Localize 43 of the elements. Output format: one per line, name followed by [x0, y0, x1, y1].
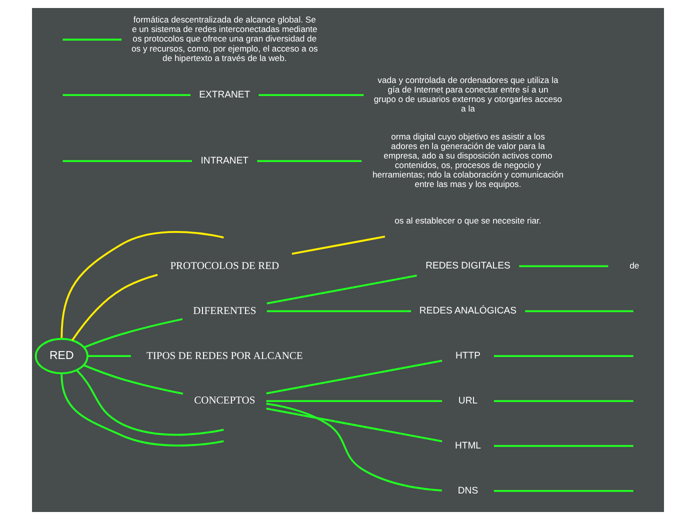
connector — [83, 364, 184, 395]
node-text: PROTOCOLOS DE RED — [170, 260, 280, 272]
node-text: INTRANET — [200, 155, 249, 166]
connector — [266, 408, 442, 442]
node-text: EXTRANET — [199, 89, 250, 100]
node-text: HTTP — [456, 350, 480, 362]
connector — [258, 94, 364, 96]
node-text: HTML — [454, 440, 481, 452]
connector — [266, 400, 442, 402]
connector — [84, 318, 183, 348]
connector — [519, 265, 608, 268]
node-text: de — [630, 260, 640, 270]
connector — [62, 94, 190, 96]
connector — [266, 310, 412, 312]
connector — [72, 274, 158, 341]
connector — [257, 160, 362, 162]
node-text: CONCEPTOS — [194, 396, 256, 407]
connector — [494, 445, 634, 447]
connector — [60, 374, 224, 446]
connector — [62, 38, 122, 41]
node-text: os al establecer o que se necesite riar. — [394, 215, 542, 226]
connector — [494, 400, 634, 402]
connector — [266, 274, 417, 304]
node-text: TIPOS DE REDES POR ALCANCE — [146, 350, 303, 362]
connector — [266, 360, 442, 394]
connector — [494, 355, 634, 358]
connector — [525, 310, 634, 312]
node-text: DIFERENTES — [193, 306, 256, 317]
connector — [76, 370, 224, 436]
connector — [62, 160, 192, 162]
node-text: DNS — [458, 485, 478, 496]
connector — [292, 236, 386, 255]
node-ellipse: RED — [34, 338, 88, 374]
node-text: REDES DIGITALES — [426, 260, 510, 272]
connector — [60, 231, 224, 338]
connector — [494, 490, 634, 492]
node-text: URL — [458, 395, 478, 406]
node-text: orma digital cuyo objetivo es asistir a los adores en la generación de valor para la empresa, ado a su disposición activos como contenidos, os, procesos de negocio y herramientas; ndo la colaboración y comunicación entre las mas y los equipos. — [372, 131, 564, 190]
node-text: formática descentralizada de alcance global. Se e un sistema de redes interconectadas mediante os protocolos que ofrece una gran diversidad de os y recursos, como, por ejemplo, el acceso a os de hipertexto a través de la web. — [132, 14, 318, 63]
node-text: vada y controlada de ordenadores que utiliza la gía de Internet para conectar entre sí a un grupo o de usuarios externos y otorgarles acceso a la — [374, 74, 562, 114]
connector — [266, 402, 442, 492]
connector — [88, 355, 131, 358]
node-text: REDES ANALÓGICAS — [419, 306, 517, 317]
